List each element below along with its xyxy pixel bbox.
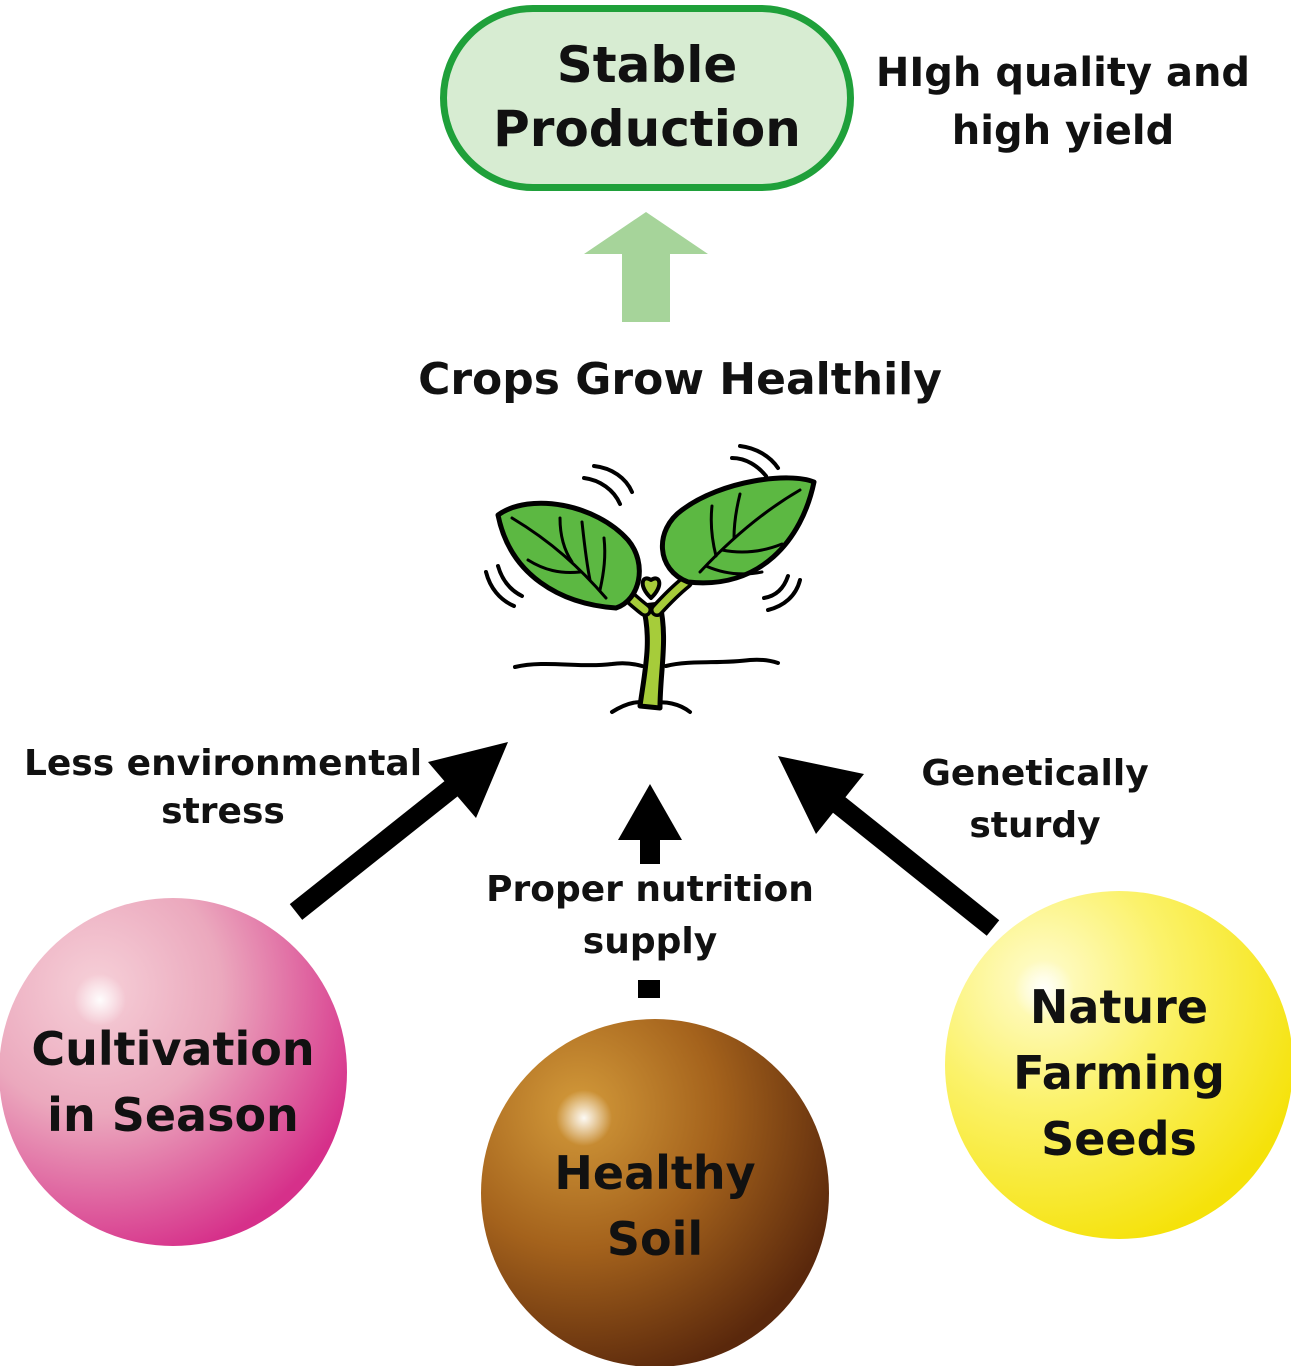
arrow-seeds [778, 756, 1000, 936]
seeds-effect-note: Genetically sturdy [880, 748, 1190, 852]
goal-note: HIgh quality and high yield [858, 44, 1268, 160]
arrow-soil [618, 784, 682, 998]
seeds-label-line-2: Farming [1013, 1046, 1225, 1100]
seedling-icon [484, 444, 817, 714]
cultivation-effect-line-2: stress [161, 791, 285, 832]
center-title: Crops Grow Healthily [418, 354, 942, 405]
goal-label-line-1: Stable [556, 36, 738, 94]
cultivation-label-line-1: Cultivation [31, 1022, 315, 1076]
goal-note-line-2: high yield [951, 108, 1175, 154]
goal-pill [440, 5, 854, 191]
cultivation-effect-note: Less environmental stress [0, 740, 446, 836]
seeds-effect-line-2: sturdy [969, 805, 1101, 846]
up-arrow-to-goal [584, 212, 708, 322]
seeds-label: Nature Farming Seeds [946, 974, 1291, 1172]
soil-label-line-2: Soil [606, 1212, 704, 1266]
sphere-cultivation [0, 898, 347, 1246]
goal-note-line-1: HIgh quality and [875, 50, 1251, 96]
seeds-label-line-1: Nature [1029, 980, 1209, 1034]
sphere-soil [481, 1019, 829, 1366]
cultivation-label: Cultivation in Season [0, 1016, 346, 1148]
seeds-effect-line-1: Genetically [921, 753, 1149, 794]
seeds-label-line-3: Seeds [1041, 1112, 1197, 1166]
arrow-cultivation [289, 742, 508, 920]
soil-effect-note: Proper nutrition supply [430, 864, 870, 968]
soil-effect-line-2: supply [582, 921, 718, 962]
cultivation-effect-line-1: Less environmental [23, 743, 423, 784]
goal-label: Stable Production [440, 33, 854, 161]
soil-label: Healthy Soil [482, 1140, 828, 1272]
goal-label-line-2: Production [493, 100, 801, 158]
cultivation-label-line-2: in Season [47, 1088, 299, 1142]
soil-label-line-1: Healthy [554, 1146, 756, 1200]
sphere-seeds [945, 891, 1291, 1239]
soil-effect-line-1: Proper nutrition [486, 869, 814, 910]
